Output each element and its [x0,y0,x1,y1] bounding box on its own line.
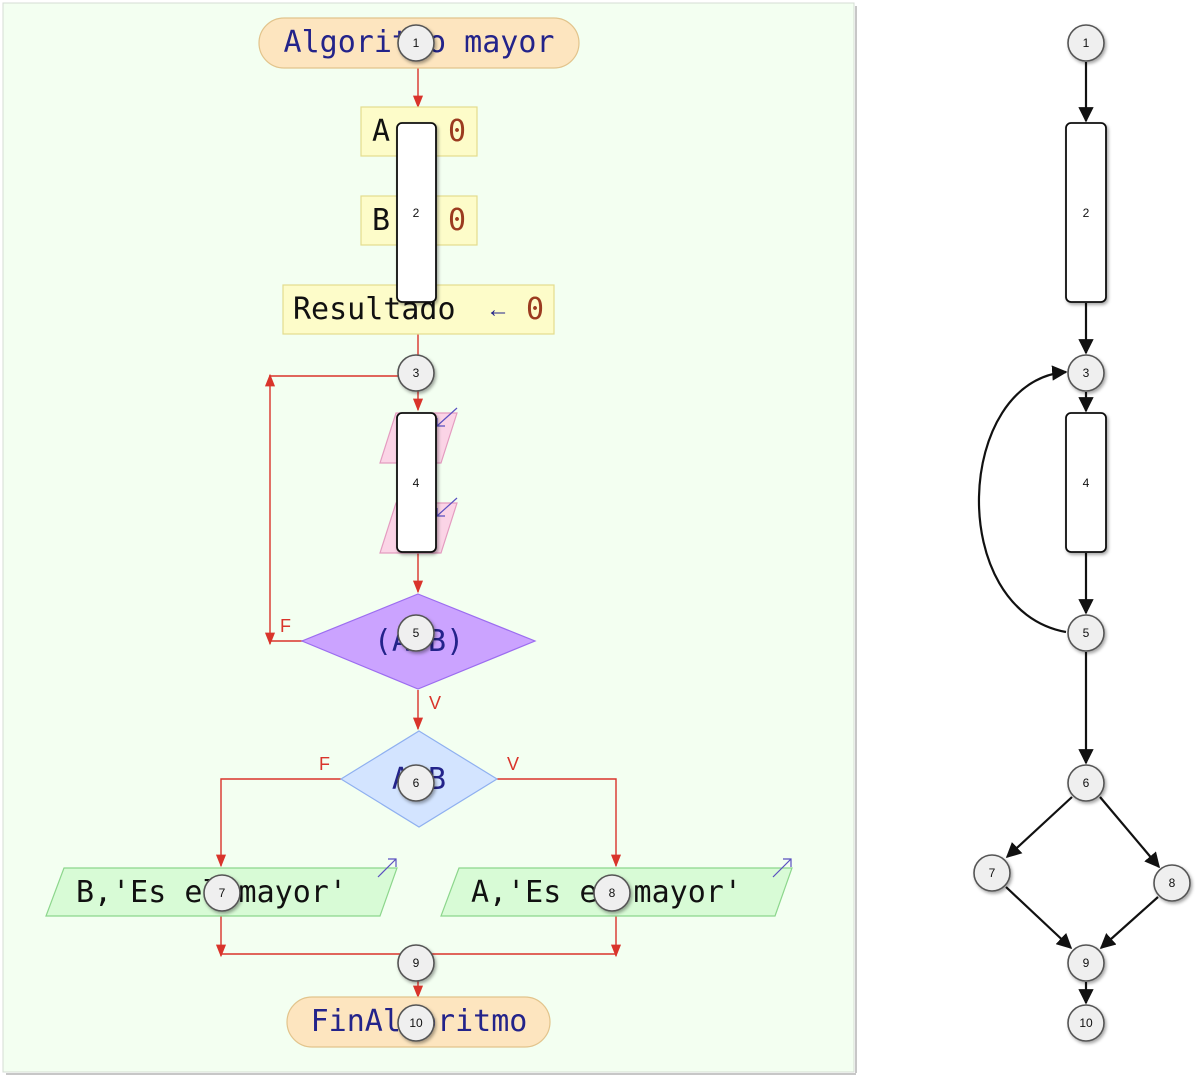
flow-arrow-decision-true [497,778,622,868]
graph-node-8 [1153,864,1191,902]
overlay-node-8 [593,874,631,912]
graph-node-10 [1067,1004,1105,1042]
overlay-node-4 [396,412,437,553]
overlay-node-3 [397,354,435,392]
overlay-node-4-label: 4 [413,476,420,490]
assign-result-value: 0 [526,292,544,327]
overlay-node-5 [397,614,435,652]
output-left-arrow-icon-head [388,858,397,867]
graph-node-4 [1065,412,1107,553]
graph-node-1-label: 1 [1083,36,1090,50]
graph-node-2-label: 2 [1083,206,1090,220]
flowchart-overlay-labels: 1 2 3 4 5 6 7 8 9 10 [219,36,616,1030]
graph-edges [977,62,1160,1005]
graph-node-5-label: 5 [1083,626,1090,640]
overlay-node-2 [396,122,437,303]
flow-graph-panel: 1 2 3 4 5 6 7 8 9 10 [973,24,1191,1042]
overlay-node-6-label: 6 [413,776,420,790]
graph-edge-6-7 [1005,796,1073,859]
input-b-arrow-icon-head [436,508,445,517]
assign-b-value: 0 [448,203,466,238]
overlay-node-8-label: 8 [609,886,616,900]
overlay-node-6 [397,764,435,802]
input-a-arrow-icon-head [436,418,445,427]
overlay-node-7-label: 7 [219,886,226,900]
output-left-arrow-icon [377,858,397,878]
output-right-arrow-icon-head [783,858,792,867]
overlay-node-3-label: 3 [413,366,420,380]
overlay-node-2-label: 2 [413,206,420,220]
assign-a-value: 0 [448,114,466,149]
overlay-node-1 [397,24,435,62]
graph-node-9 [1067,944,1105,982]
overlay-node-5-label: 5 [413,626,420,640]
overlay-node-7 [203,874,241,912]
overlay-node-1-label: 1 [413,36,420,50]
flow-loop-back-line [269,375,418,642]
graph-node-5 [1067,614,1105,652]
graph-edge-5-3 [977,365,1068,634]
flowchart-overlay-nodes [203,24,631,1042]
overlay-node-10 [397,1004,435,1042]
loop-true-label: V [429,693,441,713]
graph-node-1 [1067,24,1105,62]
graph-edge-8-9 [1099,896,1159,950]
decision-false-label: F [319,754,330,774]
graph-node-2 [1065,122,1107,303]
graph-node-10-label: 10 [1079,1016,1093,1030]
assign-a-var: A [372,114,390,149]
overlay-node-9-label: 9 [413,956,420,970]
graph-node-9-label: 9 [1083,956,1090,970]
assign-result-arrow: ← [486,296,510,323]
graph-node-4-label: 4 [1083,476,1090,490]
decision-true-label: V [507,754,519,774]
graph-edge-7-9 [1005,886,1073,950]
graph-node-8-label: 8 [1169,876,1176,890]
graph-node-6-label: 6 [1083,776,1090,790]
overlay-node-9 [397,944,435,982]
graph-edge-6-8 [1099,796,1160,869]
input-b-arrow-icon [436,497,458,517]
graph-node-labels: 1 2 3 4 5 6 7 8 9 10 [989,36,1176,1030]
graph-node-6 [1067,764,1105,802]
assign-b-var: B [372,203,390,238]
input-a-arrow-icon [436,407,458,427]
graph-node-3-label: 3 [1083,366,1090,380]
graph-node-7-label: 7 [989,866,996,880]
overlay-node-10-label: 10 [409,1016,423,1030]
flow-arrow-decision-false [215,778,341,868]
loop-false-label: F [280,616,291,636]
output-right-arrow-icon [772,858,792,878]
graph-node-7 [973,854,1011,892]
graph-nodes [973,24,1191,1042]
graph-node-3 [1067,354,1105,392]
